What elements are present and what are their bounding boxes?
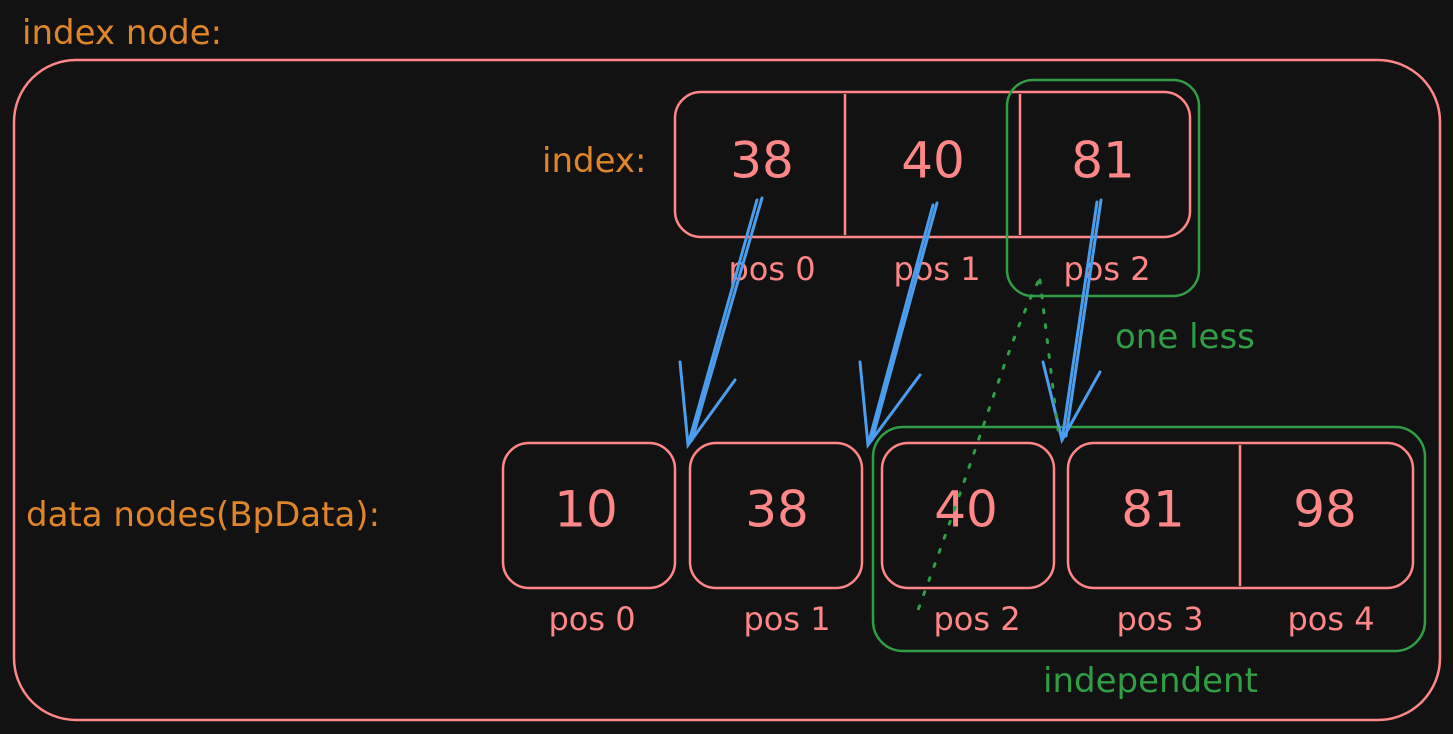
- index-cell-value: 38: [730, 132, 794, 190]
- data-box: [688, 441, 864, 590]
- data-pos-label: pos 1: [743, 600, 830, 638]
- data-row-label: data nodes(BpData):: [26, 495, 380, 535]
- one-less-label: one less: [1115, 317, 1255, 357]
- data-cell-value: 81: [1121, 481, 1185, 539]
- index-pos-label: pos 1: [893, 250, 980, 288]
- index-pos-label: pos 2: [1063, 250, 1150, 288]
- pointer-arrow: [678, 196, 764, 450]
- pointer-arrow: [858, 201, 939, 450]
- data-box: [1066, 441, 1415, 590]
- dotted-connector: [916, 278, 1060, 612]
- index-row-label: index:: [542, 141, 646, 181]
- index-node-container: [12, 58, 1442, 722]
- pointer-arrow: [1041, 198, 1103, 445]
- data-cell-value: 98: [1293, 481, 1357, 539]
- data-box: [501, 441, 677, 590]
- highlight-box-independent: [871, 425, 1427, 653]
- index-box: [673, 90, 1192, 239]
- data-cell-value: 38: [745, 481, 809, 539]
- outer-label: index node:: [22, 13, 222, 53]
- highlight-box-index-pos-2: [1005, 78, 1201, 298]
- data-cell-value: 10: [554, 481, 618, 539]
- index-cell-value: 40: [901, 132, 965, 190]
- data-cell-value: 40: [934, 481, 998, 539]
- data-pos-label: pos 3: [1116, 600, 1203, 638]
- data-pos-label: pos 0: [548, 600, 635, 638]
- index-cell-value: 81: [1071, 132, 1135, 190]
- data-pos-label: pos 2: [933, 600, 1020, 638]
- data-pos-label: pos 4: [1287, 600, 1374, 638]
- data-box: [880, 441, 1056, 590]
- independent-label: independent: [1043, 661, 1258, 701]
